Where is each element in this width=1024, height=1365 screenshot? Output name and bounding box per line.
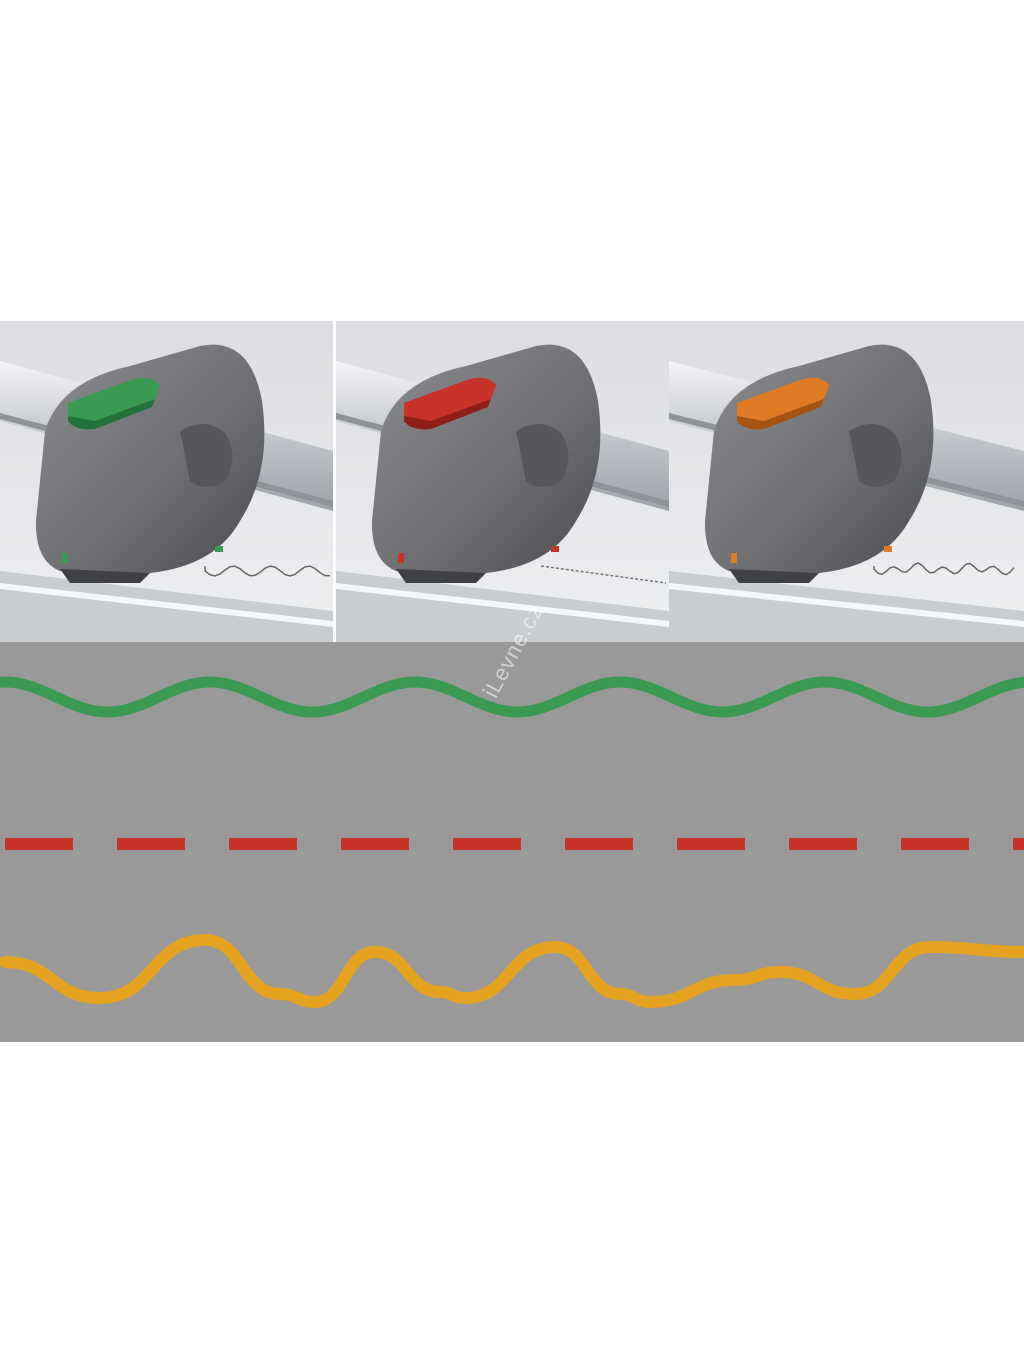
cutter-panel-red xyxy=(336,321,669,642)
wave-cut-line xyxy=(0,676,1024,718)
cut-line-area xyxy=(0,642,1024,1042)
cutter-panel-orange xyxy=(669,321,1024,642)
cutter-wave-illustration xyxy=(0,321,333,642)
photo-strip xyxy=(0,321,1024,642)
cutter-deckle-illustration xyxy=(669,321,1024,642)
deckle-cut-line xyxy=(0,933,1024,1009)
cutter-panel-green xyxy=(0,321,333,642)
cutter-perforation-illustration xyxy=(336,321,669,642)
